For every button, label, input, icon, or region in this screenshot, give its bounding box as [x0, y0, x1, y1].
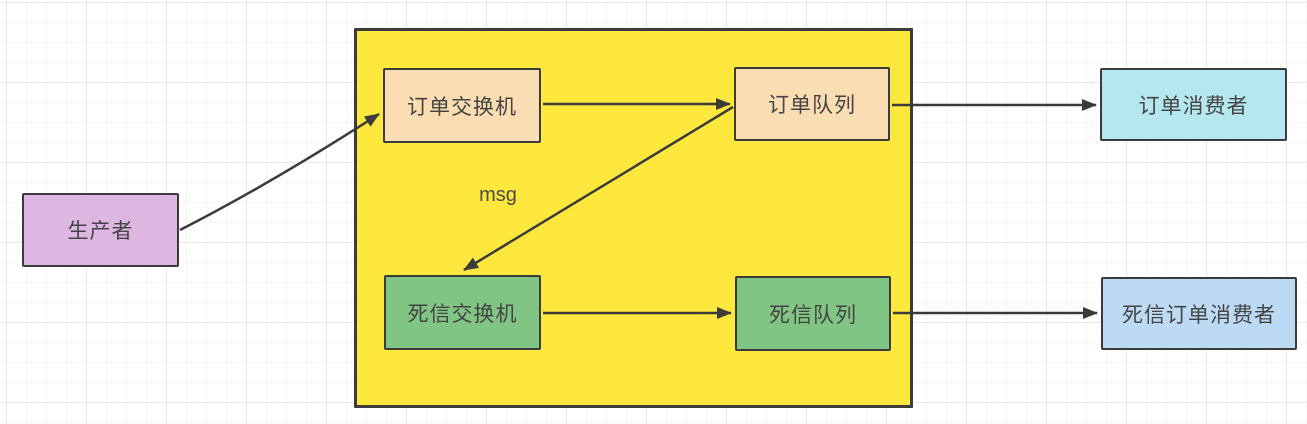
- node-order-queue-label: 订单队列: [768, 94, 856, 117]
- node-dead-letter-exchange: 死信交换机: [384, 275, 541, 350]
- node-dead-letter-consumer-label: 死信订单消费者: [1122, 303, 1276, 327]
- node-dead-letter-queue-label: 死信队列: [769, 303, 857, 327]
- node-dead-letter-exchange-label: 死信交换机: [407, 302, 518, 326]
- node-dead-letter-queue: 死信队列: [735, 276, 891, 351]
- node-order-consumer-label: 订单消费者: [1138, 94, 1249, 118]
- edge-producer-to-order-exchange: [179, 112, 380, 232]
- node-order-consumer: 订单消费者: [1100, 68, 1287, 141]
- node-order-queue: 订单队列: [734, 67, 890, 141]
- node-dead-letter-consumer: 死信订单消费者: [1101, 277, 1297, 350]
- node-producer-label: 生产者: [67, 220, 134, 243]
- node-producer: 生产者: [22, 193, 179, 267]
- edge-label-msg: msg: [479, 184, 517, 206]
- node-order-exchange-label: 订单交换机: [407, 95, 517, 119]
- node-order-exchange: 订单交换机: [383, 68, 541, 143]
